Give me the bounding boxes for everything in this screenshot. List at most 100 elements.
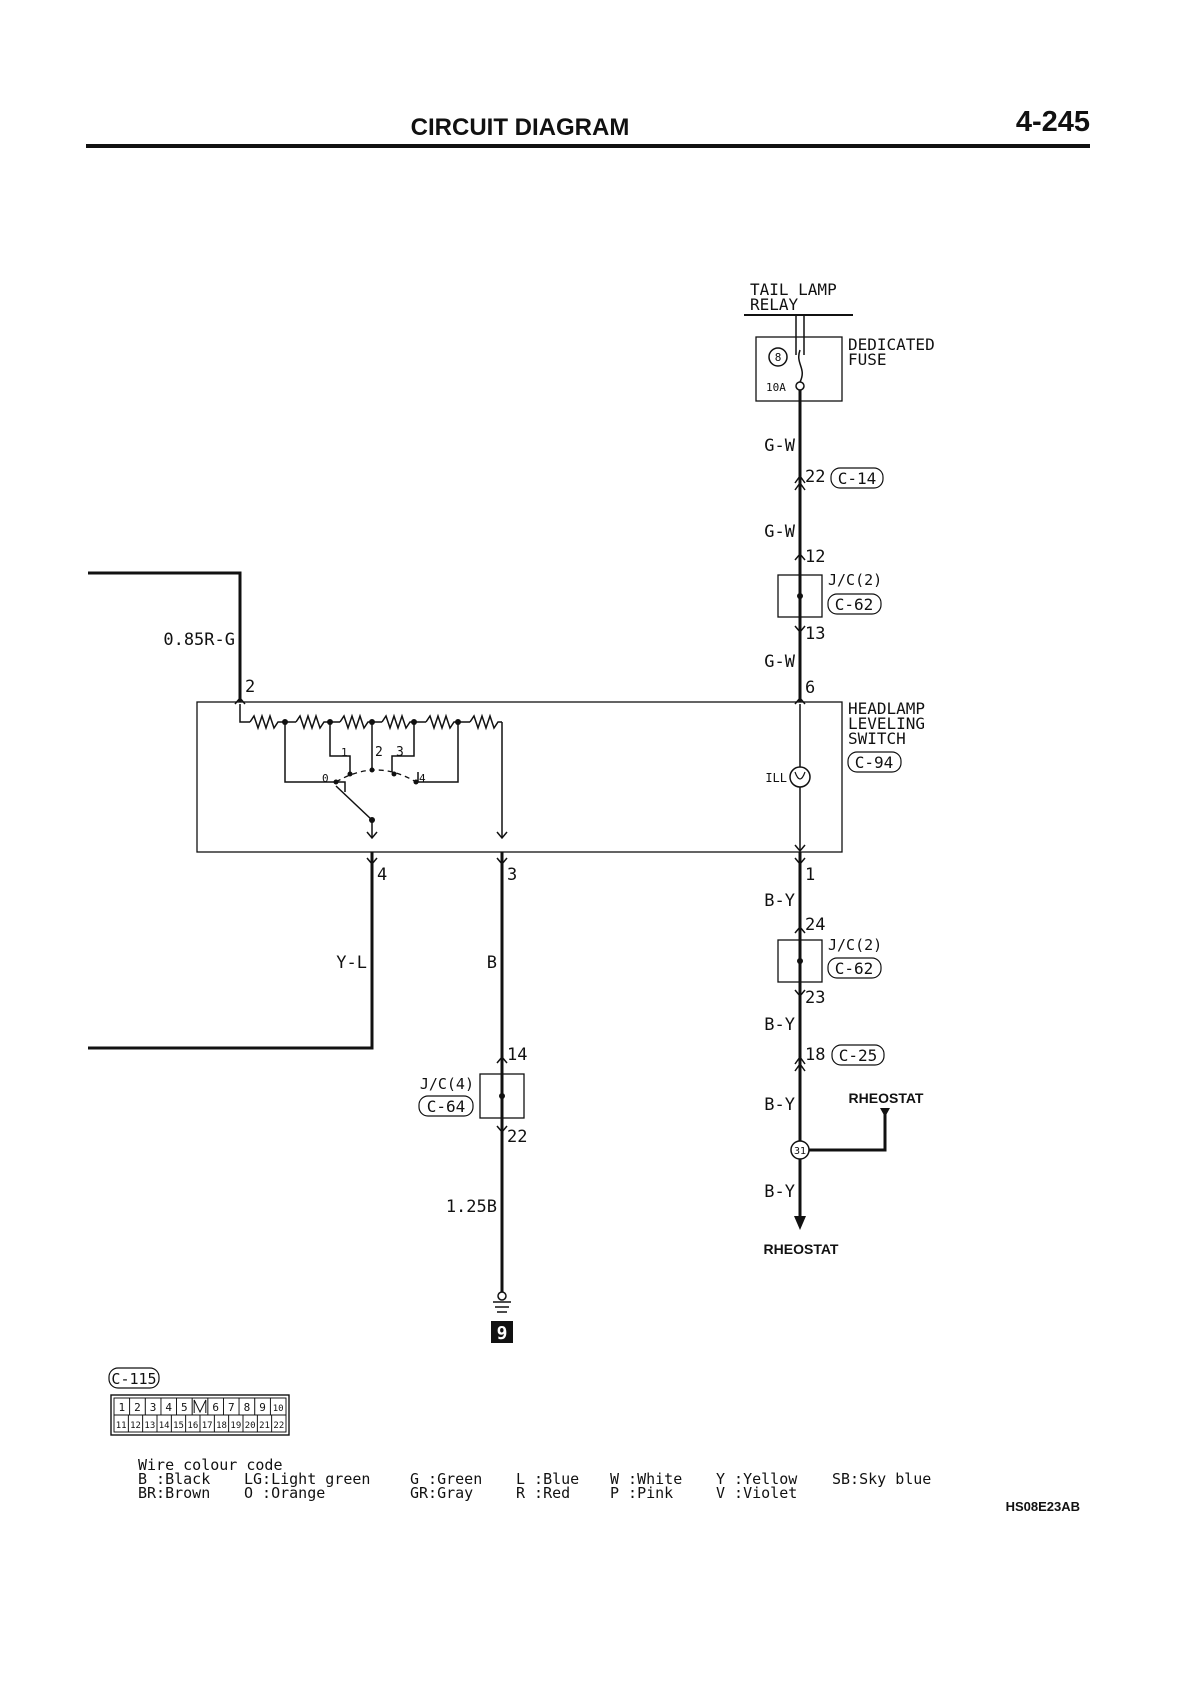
wire-label-by-1: B-Y — [764, 891, 795, 911]
pin-22-c14: 22 — [805, 467, 825, 487]
legend-item: G :Green — [410, 1470, 482, 1488]
switch-pos-0: 0 — [322, 772, 329, 785]
connector-pin-number: 21 — [259, 1421, 270, 1431]
legend-item: BR:Brown — [138, 1484, 210, 1502]
headlamp-switch-label-1: HEADLAMP — [848, 699, 925, 718]
switch-wiper — [335, 785, 373, 838]
wire-label-b125: 1.25B — [446, 1197, 497, 1217]
tail-lamp-relay-label-1: TAIL LAMP — [750, 280, 837, 299]
pin-4: 4 — [377, 865, 387, 885]
svg-text:C-62: C-62 — [835, 595, 874, 614]
connector-pin-number: 19 — [230, 1421, 241, 1431]
headlamp-leveling-switch-box — [196, 701, 843, 853]
legend-item: LG:Light green — [244, 1470, 370, 1488]
pin-23: 23 — [805, 988, 825, 1008]
rheostat-arrow-bottom-icon — [794, 1216, 806, 1230]
pin-6: 6 — [805, 678, 815, 698]
wire-label-gw-1: G-W — [764, 436, 795, 456]
pin-18: 18 — [805, 1045, 825, 1065]
splice-31 — [790, 1140, 810, 1160]
connector-pin-number: 16 — [187, 1421, 198, 1431]
ill-label: ILL — [765, 771, 787, 785]
connector-arrow-23 — [794, 989, 806, 998]
connector-pin-number: 7 — [228, 1401, 235, 1414]
switch-arc — [335, 769, 417, 783]
connector-arrow-c14 — [794, 474, 806, 491]
svg-text:C-14: C-14 — [838, 469, 877, 488]
svg-text:C-62: C-62 — [835, 959, 874, 978]
legend-title: Wire colour code — [138, 1456, 283, 1474]
ill-lamp-icon — [789, 766, 811, 788]
connector-arrow-3 — [496, 857, 508, 866]
connector-arrow-24 — [794, 925, 806, 934]
headlamp-switch-label-3: SWITCH — [848, 729, 906, 748]
wire-label-gw-2: G-W — [764, 522, 795, 542]
switch-taps — [284, 722, 459, 792]
connector-arrow-c25 — [794, 1055, 806, 1072]
pin-13: 13 — [805, 624, 825, 644]
connector-pin-number: 9 — [259, 1401, 266, 1414]
wire-label-b: B — [487, 953, 497, 973]
legend-item: P :Pink — [610, 1484, 673, 1502]
connector-pin-number: 18 — [216, 1421, 227, 1431]
connector-pin-number: 13 — [144, 1421, 155, 1431]
legend-item: O :Orange — [244, 1484, 325, 1502]
wire-label-by-4: B-Y — [764, 1182, 795, 1202]
wiper-arrow — [366, 831, 378, 840]
resistor-ladder — [239, 704, 503, 838]
connector-pin-number: 1 — [119, 1401, 126, 1414]
connector-arrow-13 — [794, 625, 806, 634]
junction-jc2-bottom — [777, 935, 823, 987]
legend-item: L :Blue — [516, 1470, 579, 1488]
connector-pin-number: 10 — [273, 1404, 284, 1414]
rheostat-label-bottom: RHEOSTAT — [764, 1241, 839, 1257]
dedicated-fuse: 8 10A — [755, 316, 843, 402]
fuse-rating: 10A — [766, 381, 786, 394]
wire-label-yl: Y-L — [336, 953, 367, 973]
splice-31-number: 31 — [794, 1146, 806, 1157]
jc4-label: J/C(4) — [420, 1075, 474, 1093]
connector-c115-tag: C-115 — [108, 1367, 160, 1389]
wire-rheostat-branch — [800, 1112, 887, 1152]
connector-c14-tag: C-14 — [830, 467, 884, 489]
dedicated-fuse-label-1: DEDICATED — [848, 335, 935, 354]
page-number: 4-245 — [1016, 106, 1090, 138]
svg-text:C-115: C-115 — [111, 1370, 156, 1388]
legend-item: SB:Sky blue — [832, 1470, 931, 1488]
connector-pin-number: 8 — [244, 1401, 251, 1414]
wire-label-rg: 0.85R-G — [163, 630, 235, 650]
junction-jc4 — [479, 1068, 525, 1124]
ladder-end-arrow — [496, 831, 508, 840]
fuse-number-circle — [768, 347, 788, 367]
pin-14: 14 — [507, 1045, 527, 1065]
junction-jc2-top — [777, 570, 823, 622]
ground-icon — [493, 1291, 511, 1313]
legend-row-1: B :Black LG:Light green G :Green L :Blue… — [138, 1470, 931, 1488]
pin-24: 24 — [805, 915, 825, 935]
ground-number-box — [491, 1321, 513, 1343]
connector-pin-number: 17 — [202, 1421, 213, 1431]
rheostat-label-right: RHEOSTAT — [849, 1090, 924, 1106]
connector-c62-top-tag: C-62 — [827, 593, 882, 615]
pin-3: 3 — [507, 865, 517, 885]
wire-label-by-2: B-Y — [764, 1015, 795, 1035]
connector-pin-number: 4 — [165, 1401, 172, 1414]
connector-pin-number: 6 — [212, 1401, 219, 1414]
jc2-bottom-label: J/C(2) — [828, 936, 882, 954]
connector-pin-number: 3 — [150, 1401, 157, 1414]
ill-lamp-filament-icon — [794, 771, 806, 780]
switch-wiper-node — [369, 817, 375, 823]
ill-end-arrow — [794, 844, 806, 853]
connector-key-icon — [193, 1399, 207, 1414]
dedicated-fuse-label-2: FUSE — [848, 350, 887, 369]
headlamp-switch-label-2: LEVELING — [848, 714, 925, 733]
connector-c94-tag: C-94 — [847, 751, 902, 773]
connector-pin-number: 15 — [173, 1421, 184, 1431]
switch-pos-3: 3 — [396, 745, 404, 760]
legend-item: W :White — [610, 1470, 682, 1488]
legend-item: R :Red — [516, 1484, 570, 1502]
ground-number: 9 — [497, 1323, 508, 1344]
page-title: CIRCUIT DIAGRAM — [411, 114, 630, 141]
